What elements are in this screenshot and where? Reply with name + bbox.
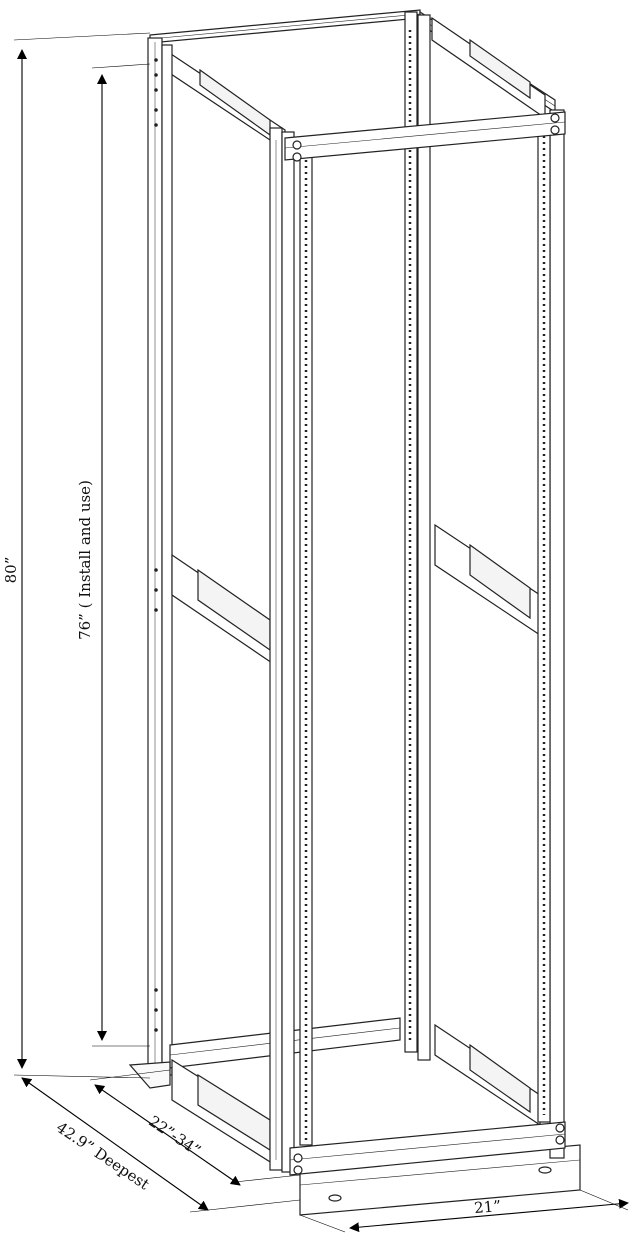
ext-line-21-left: [299, 1214, 346, 1233]
label-height-overall: 80”: [2, 557, 20, 584]
rear-left-upright: [147, 37, 173, 1081]
dim-line-22-34: [94, 1084, 241, 1186]
label-depth-adjustable: 22”-34”: [145, 1112, 204, 1160]
rack-frame: [128, 9, 581, 1216]
label-width: 21”: [473, 1197, 501, 1217]
top-side-rail-left: [149, 9, 421, 44]
ext-line-42-9: [189, 1199, 301, 1213]
front-left-inner-rail: [299, 149, 313, 1146]
label-depth-max: 42.9” Deepest: [53, 1118, 152, 1193]
ext-line-21-right: [579, 1189, 629, 1211]
front-left-upright: [269, 127, 295, 1173]
top-bracket-right-rear: [431, 16, 546, 120]
ext-line-80-bottom: [13, 1074, 151, 1079]
front-right-upright: [537, 109, 565, 1159]
ext-line-22-34-a: [89, 1069, 171, 1081]
middle-bracket-left: [171, 553, 276, 667]
label-height-usable: 76” ( Install and use): [76, 480, 94, 640]
middle-bracket-right: [434, 523, 541, 637]
rear-right-upright: [404, 11, 431, 1061]
top-bracket-left: [164, 48, 286, 152]
bottom-bracket-right: [434, 1023, 541, 1127]
dim-line-21: [349, 1198, 629, 1233]
ext-line-80-top: [13, 32, 151, 41]
ext-line-76-top: [91, 63, 151, 69]
dimension-lines: [13, 32, 629, 1233]
front-top-crossbar: [284, 111, 566, 162]
ext-line-22-34-b: [234, 1174, 301, 1183]
front-bottom-crossbar: [289, 1121, 566, 1176]
rear-left-mounting-holes: [154, 58, 158, 1032]
